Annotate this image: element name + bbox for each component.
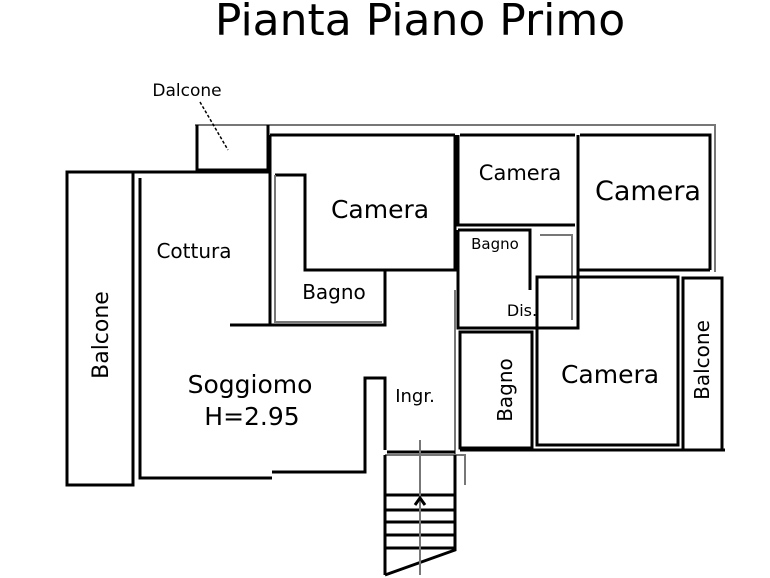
label-camera-4: Camera <box>561 360 659 389</box>
label-balcone-left: Balcone <box>89 291 114 379</box>
label-camera-3: Camera <box>595 176 701 207</box>
label-bagno-3: Bagno <box>493 358 517 422</box>
label-soggiorno: Soggiomo <box>188 370 313 399</box>
walls <box>65 124 725 487</box>
label-bagno-1: Bagno <box>302 280 366 304</box>
label-bagno-2: Bagno <box>471 235 519 253</box>
label-balcone-top: Dalcone <box>152 81 221 101</box>
label-camera-1: Camera <box>331 195 429 224</box>
plan-title: Pianta Piano Primo <box>215 0 625 46</box>
label-camera-2: Camera <box>479 161 561 185</box>
label-soggiorno-height: H=2.95 <box>204 402 299 431</box>
label-ingresso: Ingr. <box>395 386 435 407</box>
balcony-pointer <box>199 101 229 151</box>
staircase <box>383 440 457 577</box>
label-cottura: Cottura <box>156 239 231 263</box>
label-balcone-right: Balcone <box>690 320 714 400</box>
label-dis: Dis. <box>507 301 537 320</box>
